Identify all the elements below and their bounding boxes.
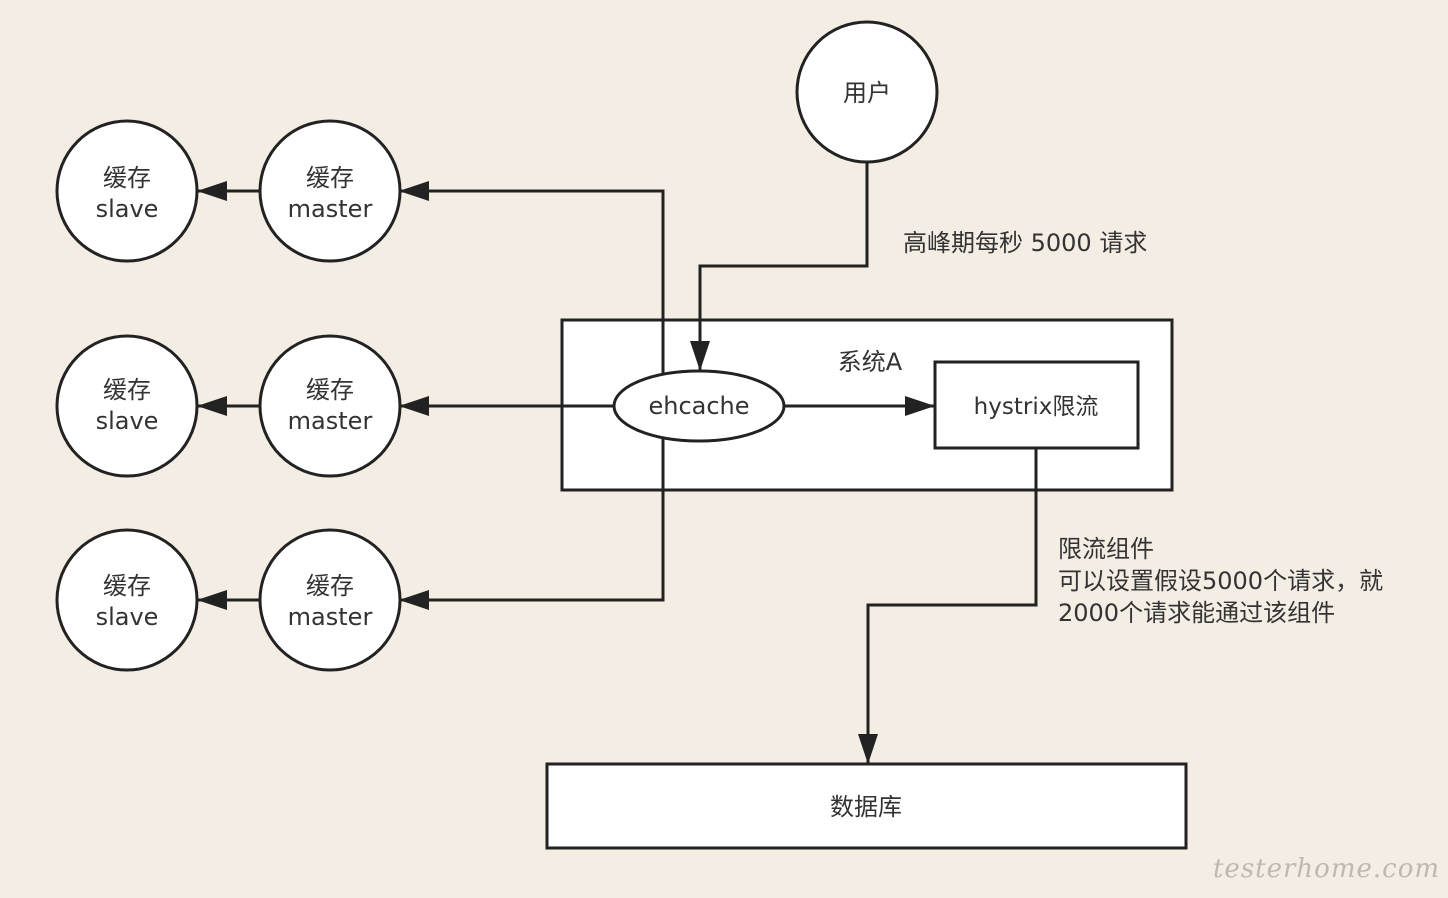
user-label: 用户 <box>843 79 891 107</box>
cache-master-label-line2: master <box>288 195 373 223</box>
limiter-note-line3: 2000个请求能通过该组件 <box>1058 599 1336 627</box>
edge-ehcache-to-master-bottom <box>399 434 665 610</box>
cache-slave-node <box>55 119 199 263</box>
cache-master-label-line1: 缓存 <box>306 572 354 600</box>
edge-ehcache-to-master-top <box>399 181 665 378</box>
cache-master-label-line1: 缓存 <box>306 376 354 404</box>
cache-slave-label-line1: 缓存 <box>103 376 151 404</box>
ehcache-node <box>612 369 786 443</box>
cache-master-label-line2: master <box>288 407 373 435</box>
hystrix-label: hystrix限流 <box>974 394 1099 420</box>
cache-master-node <box>258 119 402 263</box>
cache-master-node <box>258 528 402 672</box>
user-node <box>795 20 939 164</box>
ehcache-label: ehcache <box>648 392 749 420</box>
watermark: testerhome.com <box>1212 854 1440 884</box>
cache-slave-node <box>55 334 199 478</box>
cache-slave-label-line2: slave <box>96 603 159 631</box>
database-label: 数据库 <box>830 793 902 821</box>
database-node <box>545 762 1188 850</box>
cache-slave-label-line1: 缓存 <box>103 572 151 600</box>
cache-slave-label-line1: 缓存 <box>103 164 151 192</box>
system-a-label: 系统A <box>838 348 903 376</box>
edge-user-label: 高峰期每秒 5000 请求 <box>903 229 1148 257</box>
cache-master-node <box>258 334 402 478</box>
limiter-note-line1: 限流组件 <box>1058 535 1154 563</box>
limiter-note: 限流组件 可以设置假设5000个请求，就 2000个请求能通过该组件 <box>1058 533 1383 629</box>
cache-slave-label-line2: slave <box>96 407 159 435</box>
edge-hystrix-to-database <box>858 448 1038 764</box>
hystrix-node <box>933 360 1140 450</box>
limiter-note-line2: 可以设置假设5000个请求，就 <box>1058 567 1384 595</box>
cache-slave-node <box>55 528 199 672</box>
cache-slave-label-line2: slave <box>96 195 159 223</box>
cache-master-label-line1: 缓存 <box>306 164 354 192</box>
cache-master-label-line2: master <box>288 603 373 631</box>
edge-user-to-ehcache <box>690 162 869 371</box>
